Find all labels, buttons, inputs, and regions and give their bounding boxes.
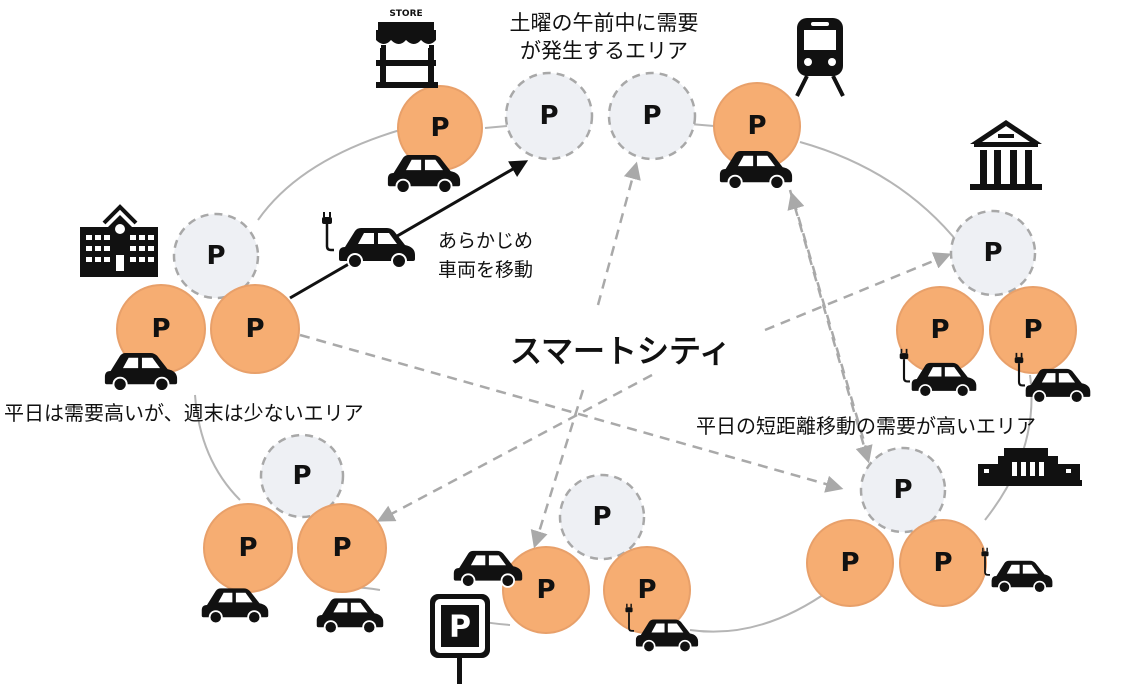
left-area-label: 平日は需要高いが、週末は少ないエリア (4, 401, 364, 425)
top-area-label-line2: が発生するエリア (520, 39, 688, 63)
parking-spot-label: P (245, 314, 264, 344)
move-note-line1: あらかじめ (438, 230, 533, 252)
relocation-arrow (289, 160, 529, 300)
southwest-cluster: P P P (203, 433, 387, 593)
connector-line (484, 125, 508, 129)
dashed-arrow (787, 191, 870, 456)
parking-spot-label: P (238, 533, 257, 563)
vacant-parking-spot[interactable] (558, 473, 646, 561)
connector-line (984, 374, 1033, 521)
parking-spot-label: P (592, 502, 611, 532)
dashed-arrow (788, 189, 873, 464)
parking-spot-label: P (642, 101, 661, 131)
move-note-line2: 車両を移動 (438, 259, 533, 281)
parking-spot-label: P (637, 575, 656, 605)
parking-sign-letter: P (449, 610, 471, 645)
car-icon (200, 587, 270, 625)
parking-spot-label: P (930, 315, 949, 345)
store-label: STORE (389, 9, 422, 19)
connector-line (799, 141, 961, 246)
dashed-arrow (376, 373, 653, 522)
school-icon (80, 204, 158, 277)
parking-spot-label: P (536, 575, 555, 605)
occupied-parking-spot[interactable] (210, 284, 300, 374)
parking-spot-label: P (151, 314, 170, 344)
parking-sign-icon: P (430, 594, 490, 684)
ev-car-icon (1024, 367, 1092, 404)
parking-spot-label: P (1023, 315, 1042, 345)
right-area-label: 平日の短距離移動の需要が高いエリア (696, 414, 1036, 438)
top-area-label-line1: 土曜の午前中に需要 (510, 11, 699, 35)
station-cluster: P (713, 82, 801, 170)
occupied-parking-spot[interactable] (806, 519, 894, 607)
store-icon: STORE (376, 9, 438, 88)
dashed-arrow (299, 333, 844, 493)
parking-spot-label: P (292, 461, 311, 491)
vacant-parking-spot[interactable] (607, 71, 697, 161)
parking-spot-label: P (332, 533, 351, 563)
occupied-parking-spot[interactable] (899, 519, 987, 607)
ev-car-icon[interactable] (338, 227, 416, 269)
bank-cluster: P P P (896, 209, 1077, 374)
connector-line (689, 589, 831, 633)
charging-plug-icon (320, 212, 334, 252)
southeast-cluster: P P P (806, 446, 987, 607)
connector-line (194, 394, 241, 501)
occupied-parking-spot[interactable] (989, 286, 1077, 374)
parking-spot-label: P (747, 111, 766, 141)
dashed-arrow (596, 161, 641, 306)
factory-icon (978, 448, 1082, 486)
connector-line (257, 129, 401, 221)
parking-spot-label: P (840, 548, 859, 578)
car-icon (452, 549, 524, 588)
parking-spot-label: P (539, 101, 558, 131)
car-icon (315, 597, 385, 635)
ev-car-icon (990, 559, 1054, 594)
demand-flow-arrows (299, 161, 952, 549)
parking-spot-label: P (206, 241, 225, 271)
vacant-parking-spot[interactable] (259, 433, 345, 519)
bank-icon (970, 120, 1042, 190)
train-icon (795, 18, 845, 97)
vacant-parking-spot[interactable] (504, 71, 594, 161)
parking-spot-label: P (933, 548, 952, 578)
south-cluster: P P P (502, 473, 691, 634)
occupied-parking-spot[interactable] (297, 503, 387, 593)
diagram-title: スマートシティ (510, 332, 731, 370)
vacant-parking-spot[interactable] (949, 209, 1037, 297)
parking-spot-label: P (893, 475, 912, 505)
parking-spots: P P P P P P P P P P P P P P P P P P P (116, 71, 1077, 634)
vacant-parking-spot[interactable] (172, 212, 260, 300)
parking-spot-label: P (983, 238, 1002, 268)
vacant-parking-spot[interactable] (859, 446, 947, 534)
school-cluster: P P P (116, 212, 300, 374)
occupied-parking-spot[interactable] (502, 546, 590, 634)
parking-spot-label: P (430, 113, 449, 143)
